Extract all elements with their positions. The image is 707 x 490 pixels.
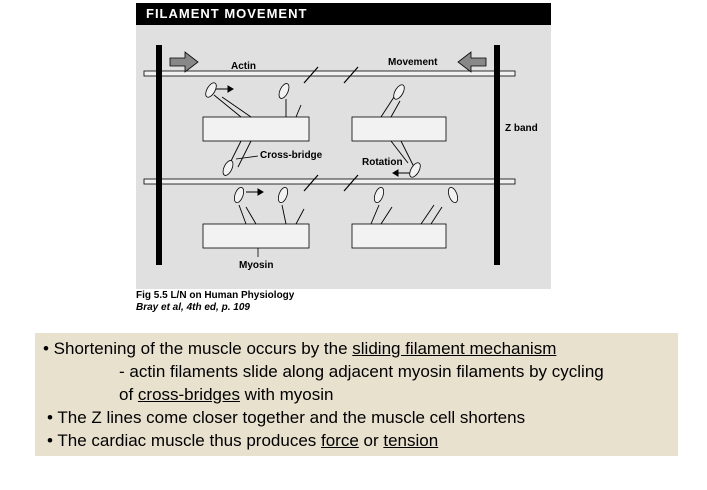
figure-caption-reference: Bray et al, 4th ed, p. 109 <box>136 302 250 313</box>
myosin-filaments <box>202 116 447 249</box>
z-band-label: Z band <box>505 123 538 134</box>
movement-arrow-right <box>457 51 487 73</box>
filament-movement-figure: FILAMENT MOVEMENT <box>136 3 551 315</box>
cross-bridge-heads <box>205 82 459 204</box>
sub-bullet-actin: - actin filaments slide along adjacent m… <box>119 362 604 381</box>
force-term: force <box>321 431 359 450</box>
bullet-force-tension: • The cardiac muscle thus produces force… <box>47 431 439 450</box>
bullet-sliding-filament: • Shortening of the muscle occurs by the… <box>43 339 557 358</box>
cross-bridge-label: Cross-bridge <box>260 150 323 161</box>
actin-filament-top <box>143 70 516 77</box>
break-marks <box>303 66 359 192</box>
cross-bridge-stalks <box>213 94 443 225</box>
head-arrows <box>216 85 410 196</box>
filament-diagram: Actin Movement Z band Cross-bridge Rotat… <box>136 25 551 289</box>
movement-label: Movement <box>388 57 438 68</box>
bullet-z-lines: • The Z lines come closer together and t… <box>47 408 526 427</box>
figure-caption-source: Fig 5.5 L/N on Human Physiology <box>136 290 295 301</box>
actin-label: Actin <box>231 61 256 72</box>
explanation-box: • Shortening of the muscle occurs by the… <box>35 333 678 456</box>
myosin-label: Myosin <box>239 260 273 271</box>
cross-bridges-term: cross-bridges <box>137 385 240 404</box>
actin-filament-bottom <box>143 178 516 185</box>
figure-header: FILAMENT MOVEMENT <box>136 3 551 25</box>
leader-lines <box>235 155 259 257</box>
z-band-right <box>494 45 500 265</box>
sliding-filament-term: sliding filament mechanism <box>352 339 557 358</box>
z-band-left <box>156 45 162 265</box>
rotation-label: Rotation <box>362 157 403 168</box>
diagram-background <box>136 25 551 289</box>
tension-term: tension <box>383 431 439 450</box>
movement-arrow-left <box>169 51 199 73</box>
sub-bullet-actin-cont: of cross-bridges with myosin <box>119 385 334 404</box>
